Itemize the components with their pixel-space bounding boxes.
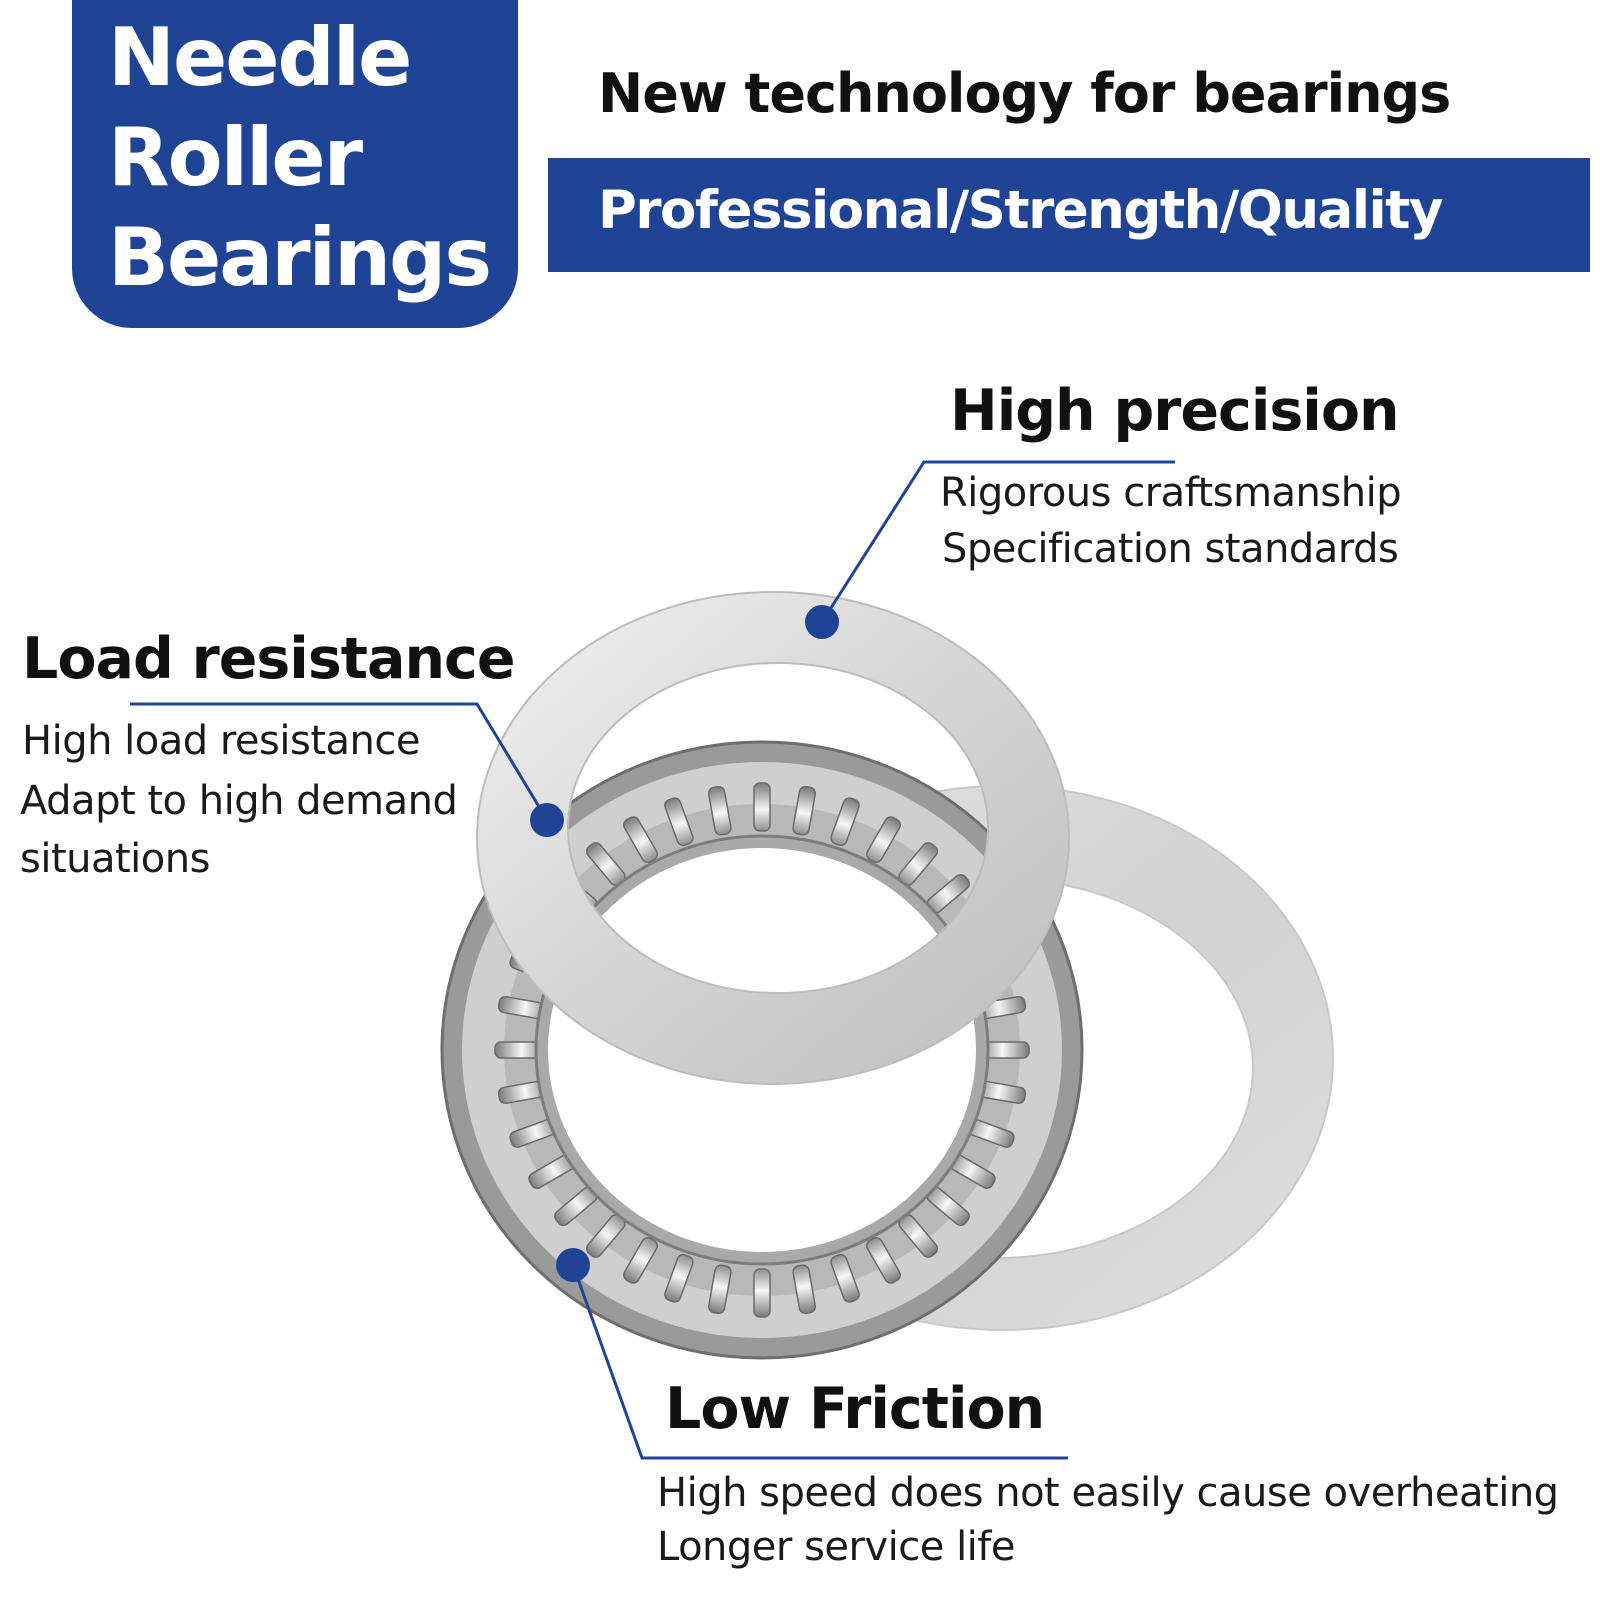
banner-text: Professional/Strength/Quality: [598, 180, 1444, 241]
feature-title-load-resistance: Load resistance: [22, 626, 515, 692]
title-line-3: Bearings: [108, 211, 492, 304]
front-washer: [475, 591, 1071, 1085]
needle-roller: [866, 816, 901, 863]
title-box: [72, 0, 518, 328]
needle-roller: [866, 1237, 901, 1284]
callout-dot-icon: [530, 803, 564, 837]
needle-roller: [792, 785, 817, 836]
needle-roller: [753, 782, 771, 832]
needle-roller: [664, 1253, 694, 1303]
title-line-1: Needle: [108, 11, 412, 104]
callout-line-high-precision: [820, 460, 1175, 623]
needle-roller: [753, 1268, 771, 1318]
title-line-2: Roller: [108, 111, 363, 204]
feature-desc-load-resistance-3: situations: [20, 836, 210, 882]
needle-roller: [830, 797, 860, 847]
needle-roller: [707, 785, 732, 836]
needle-roller: [830, 1253, 860, 1303]
callout-line-load-resistance: [130, 702, 549, 821]
callout-lines: [130, 460, 1175, 1460]
feature-title-low-friction: Low Friction: [665, 1376, 1045, 1442]
feature-desc-load-resistance-2: Adapt to high demand: [20, 778, 458, 824]
feature-desc-high-precision-1: Rigorous craftsmanship: [940, 470, 1402, 516]
feature-desc-load-resistance-1: High load resistance: [22, 718, 420, 764]
feature-desc-low-friction-2: Longer service life: [657, 1524, 1015, 1570]
needle-roller: [792, 1264, 817, 1315]
feature-desc-high-precision-2: Specification standards: [942, 526, 1399, 572]
needle-roller: [623, 816, 658, 863]
callout-dot-icon: [805, 605, 839, 639]
feature-desc-low-friction-1: High speed does not easily cause overhea…: [657, 1470, 1559, 1516]
callout-line-low-friction: [571, 1264, 1068, 1460]
needle-roller: [707, 1264, 732, 1315]
needle-roller: [623, 1237, 658, 1284]
callout-dot-icon: [556, 1248, 590, 1282]
needle-roller: [664, 797, 694, 847]
banner: [548, 158, 1590, 272]
headline: New technology for bearings: [598, 62, 1451, 125]
feature-title-high-precision: High precision: [950, 378, 1400, 444]
